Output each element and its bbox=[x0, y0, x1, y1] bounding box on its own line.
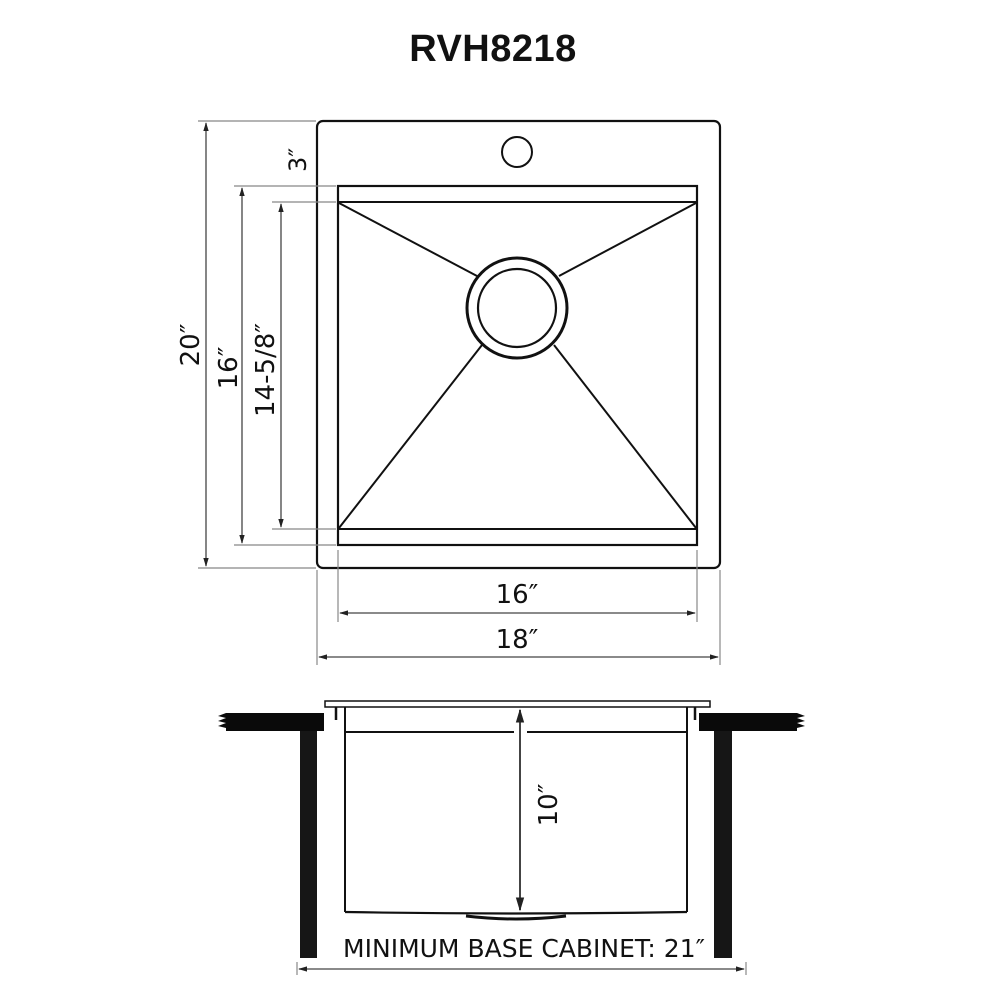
bowl-outer bbox=[336, 184, 699, 547]
min-base-cabinet-label: MINIMUM BASE CABINET: 21″ bbox=[343, 934, 705, 963]
dim-overall-width: 18″ bbox=[496, 625, 539, 655]
side-view: 10″ MINIMUM BASE CABINET: 21″ bbox=[218, 700, 805, 975]
countertop-right bbox=[699, 713, 797, 731]
drain-inner-icon bbox=[476, 267, 558, 349]
sink-outer-rim bbox=[315, 119, 722, 570]
dim-bowl-height: 10″ bbox=[534, 783, 564, 826]
drain-outlet-icon bbox=[465, 914, 567, 921]
dim-overall-depth: 20″ bbox=[176, 323, 206, 366]
dim-faucet-deck: 3″ bbox=[284, 148, 312, 172]
model-title: RVH8218 bbox=[409, 28, 577, 70]
faucet-hole-icon bbox=[501, 136, 533, 168]
top-view: 3″ 20″ 16″ 14-5/8″ 16″ 18″ bbox=[176, 119, 722, 665]
cabinet-wall-left bbox=[300, 731, 317, 958]
drain-outer-icon bbox=[465, 256, 569, 360]
countertop-left bbox=[226, 713, 324, 731]
dim-bowl-width: 16″ bbox=[496, 580, 539, 610]
sink-flange bbox=[324, 700, 711, 708]
cabinet-wall-right bbox=[714, 731, 732, 958]
dim-bowl-depth-inner: 14-5/8″ bbox=[251, 323, 281, 417]
dim-bowl-depth-outer: 16″ bbox=[214, 346, 244, 389]
